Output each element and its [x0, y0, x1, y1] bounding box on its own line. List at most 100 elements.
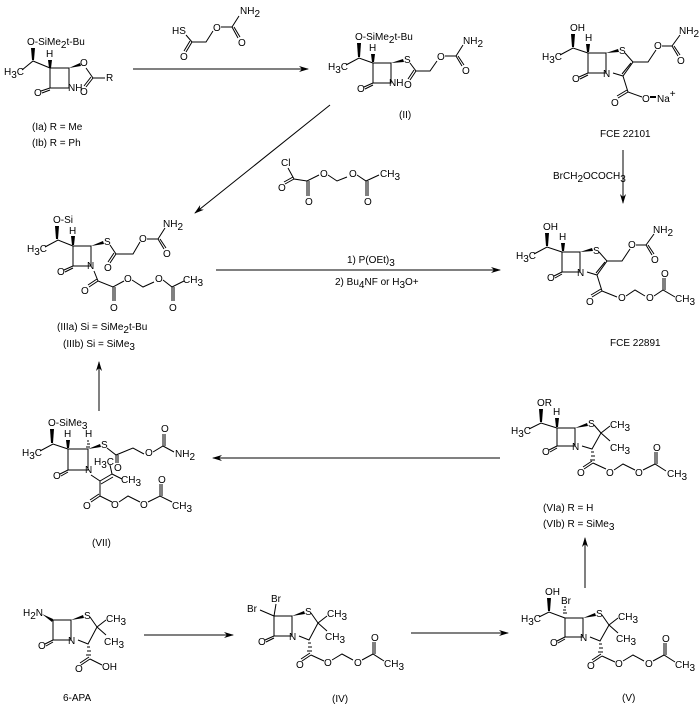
atom-label: HS	[172, 26, 186, 37]
thiazoline-ring	[586, 251, 608, 276]
atom-label: O	[635, 468, 643, 479]
compound-label: FCE 22101	[600, 129, 651, 140]
compound-label: (II)	[399, 110, 411, 121]
double-bond	[306, 181, 310, 196]
atom-label: R	[106, 73, 113, 84]
double-bond	[363, 82, 374, 90]
compound-V: OH Br H3C S CH3 CH3 N O O O O O CH3 (V)	[521, 587, 695, 704]
wedge-bond	[539, 409, 543, 422]
atom-label: OH	[570, 23, 585, 34]
atom-label: O	[320, 169, 328, 180]
bond	[653, 289, 676, 298]
atom-label: OR	[537, 398, 552, 409]
atom-label: O	[104, 263, 112, 274]
atom-label: S	[588, 419, 595, 430]
compound-label: (Ib) R = Ph	[32, 138, 81, 149]
atom-label: O	[661, 269, 669, 280]
atom-label: N	[85, 465, 92, 476]
compound-Ia-Ib: O-SiMe2t-Bu H H3C O O NH O R (Ia) R = Me…	[4, 37, 113, 149]
wedge-bond	[547, 598, 551, 611]
atom-label: Cl	[281, 158, 290, 169]
atom-label: H	[85, 429, 92, 440]
atom-label: O	[606, 468, 614, 479]
atom-label: O	[114, 463, 122, 474]
atom-label: H3C	[521, 614, 541, 628]
bond	[662, 34, 681, 47]
double-bond	[621, 62, 632, 75]
double-bond	[79, 656, 91, 666]
bond	[90, 474, 101, 496]
atom-label: CH3	[183, 275, 203, 289]
atom-label: CH3	[618, 612, 638, 626]
atom-label: H	[585, 33, 592, 44]
atom-label: H	[46, 49, 53, 60]
bond	[533, 246, 563, 255]
wedge-bond	[31, 48, 35, 60]
atom-label: O-Si	[53, 215, 73, 226]
atom-label: O	[371, 633, 379, 644]
double-bond	[645, 244, 655, 256]
atom-label: O	[653, 443, 661, 454]
atom-label: O	[651, 255, 659, 266]
bond	[21, 60, 51, 71]
atom-label: NH	[68, 83, 82, 94]
wedge-bond	[292, 611, 305, 616]
double-bond	[44, 639, 54, 647]
atom-label: O	[80, 87, 88, 98]
wedge-bond	[88, 444, 101, 449]
atom-label: O	[654, 41, 662, 52]
wedge-bond	[586, 44, 590, 52]
atom-label: O	[677, 56, 685, 67]
double-bond	[595, 261, 606, 274]
bond	[96, 619, 107, 636]
double-bond	[171, 287, 175, 301]
thiazolidine-ring	[77, 616, 98, 645]
double-bond	[407, 69, 417, 81]
atom-label: O	[646, 293, 654, 304]
atom-label: O	[34, 88, 42, 99]
beta-lactam-ring	[72, 245, 92, 267]
atom-label: O	[75, 664, 83, 675]
atom-label: O	[278, 183, 286, 194]
double-bond	[162, 434, 166, 446]
beta-lactam-ring	[372, 62, 392, 84]
atom-label: S	[593, 246, 600, 257]
compound-label: (IV)	[332, 694, 348, 705]
bond	[259, 603, 277, 617]
atom-label: NH	[389, 78, 403, 89]
double-bond	[654, 452, 658, 464]
atom-label: O	[110, 303, 118, 314]
double-bond	[87, 278, 99, 288]
atom-label: O	[542, 447, 550, 458]
atom-label: CH3	[610, 443, 630, 457]
atom-label: H3C	[511, 426, 531, 440]
compound-VI: OR H H3C S CH3 CH3 N O O O O O CH3 (VIa)…	[511, 398, 687, 533]
reagent-label: BrCH2OCOCH3	[553, 171, 626, 185]
double-bond	[264, 635, 275, 643]
bond	[44, 239, 74, 248]
atom-label: S	[101, 440, 108, 451]
double-bond	[107, 252, 117, 264]
atom-label: CH3	[325, 632, 345, 646]
bond	[608, 617, 619, 634]
beta-lactam-ring	[561, 251, 581, 273]
compound-label: (IIIa) Si = SiMe2t-Bu	[57, 322, 147, 336]
bond	[106, 447, 145, 456]
bond	[93, 270, 125, 288]
bond	[652, 654, 676, 663]
compound-FCE22891: OH H H3C S N O O NH2 O O O O O CH3 FCE 2…	[516, 222, 695, 349]
atom-label: O	[57, 267, 65, 278]
beta-lactam-ring	[556, 427, 576, 447]
atom-label: CH3	[616, 634, 636, 648]
atom-label: O	[577, 468, 585, 479]
wedge-bond	[357, 43, 361, 57]
atom-label: OH	[545, 587, 560, 598]
double-bond	[112, 287, 116, 301]
atom-label: O	[139, 234, 147, 245]
atom-label: CH3	[106, 614, 126, 628]
atom-label: O	[296, 660, 304, 671]
wedge-bond	[575, 423, 588, 428]
atom-label: CH3	[667, 469, 687, 483]
bond	[622, 654, 645, 662]
bond	[118, 495, 141, 503]
